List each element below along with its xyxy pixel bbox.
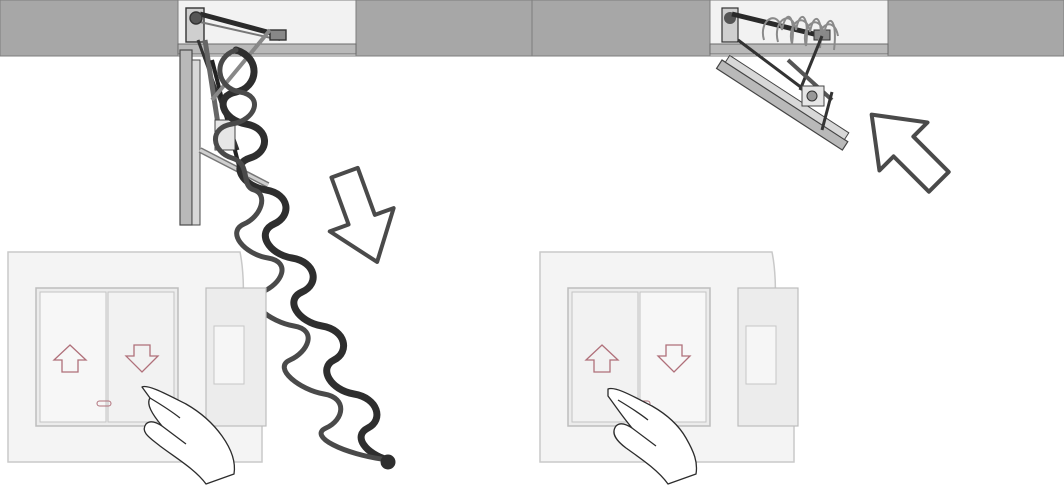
hand-icon [141,385,236,485]
fold-illustration [532,0,1064,485]
up-button[interactable] [39,291,107,423]
up-arrow-icon [52,344,88,373]
up-arrow-icon [584,344,620,373]
hand-icon [607,387,698,485]
panel-fold-sequence [532,0,1064,485]
motion-arrow-icon [327,165,396,264]
down-arrow-icon [124,344,160,373]
down-arrow-icon [656,344,692,373]
attic-ladder-icon [721,7,839,51]
hatch-door [179,49,201,226]
ceiling-icon [0,0,532,57]
ladder-chain [213,46,396,470]
panel-unfold-sequence [0,0,532,485]
unfold-illustration [0,0,532,485]
wall-switch [7,251,267,463]
down-button[interactable] [639,291,707,423]
scissor-arms [737,35,834,131]
hatch-door [715,54,850,151]
motion-arrow-icon [869,112,951,194]
